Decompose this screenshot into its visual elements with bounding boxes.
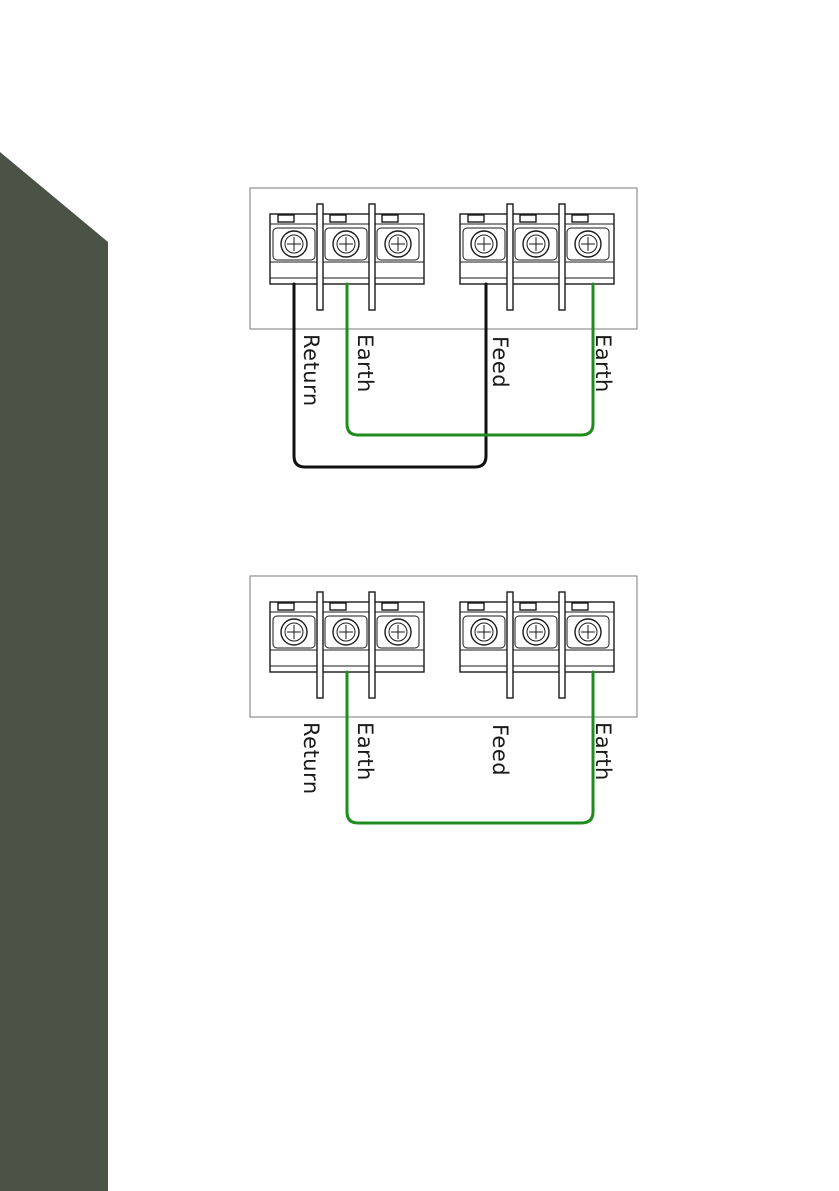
wiring-diagram-top: Return Earth Feed Earth xyxy=(250,188,637,467)
terminal-tab xyxy=(382,215,398,222)
terminal-tab xyxy=(520,215,536,222)
terminal-tab xyxy=(278,215,294,222)
terminal-tab xyxy=(572,603,588,610)
separator-plate xyxy=(507,204,513,310)
label-earth-right: Earth xyxy=(591,722,615,781)
separator-plate xyxy=(369,204,375,310)
separator-plate xyxy=(559,204,565,310)
label-return: Return xyxy=(299,334,323,407)
separator-plate xyxy=(507,592,513,698)
terminal-tab xyxy=(468,603,484,610)
label-return: Return xyxy=(299,722,323,795)
terminal-tab xyxy=(330,603,346,610)
wiring-diagram-bottom: Return Earth Feed Earth xyxy=(250,576,637,823)
label-earth-left: Earth xyxy=(353,722,377,781)
separator-plate xyxy=(317,204,323,310)
label-feed: Feed xyxy=(488,336,512,388)
separator-plate xyxy=(559,592,565,698)
separator-plate xyxy=(317,592,323,698)
terminal-tab xyxy=(520,603,536,610)
terminal-tab xyxy=(278,603,294,610)
terminal-tab xyxy=(382,603,398,610)
label-earth-left: Earth xyxy=(353,334,377,393)
label-earth-right: Earth xyxy=(591,334,615,393)
terminal-tab xyxy=(330,215,346,222)
terminal-tab xyxy=(468,215,484,222)
separator-plate xyxy=(369,592,375,698)
label-feed: Feed xyxy=(488,724,512,776)
terminal-tab xyxy=(572,215,588,222)
side-band xyxy=(0,152,108,1191)
